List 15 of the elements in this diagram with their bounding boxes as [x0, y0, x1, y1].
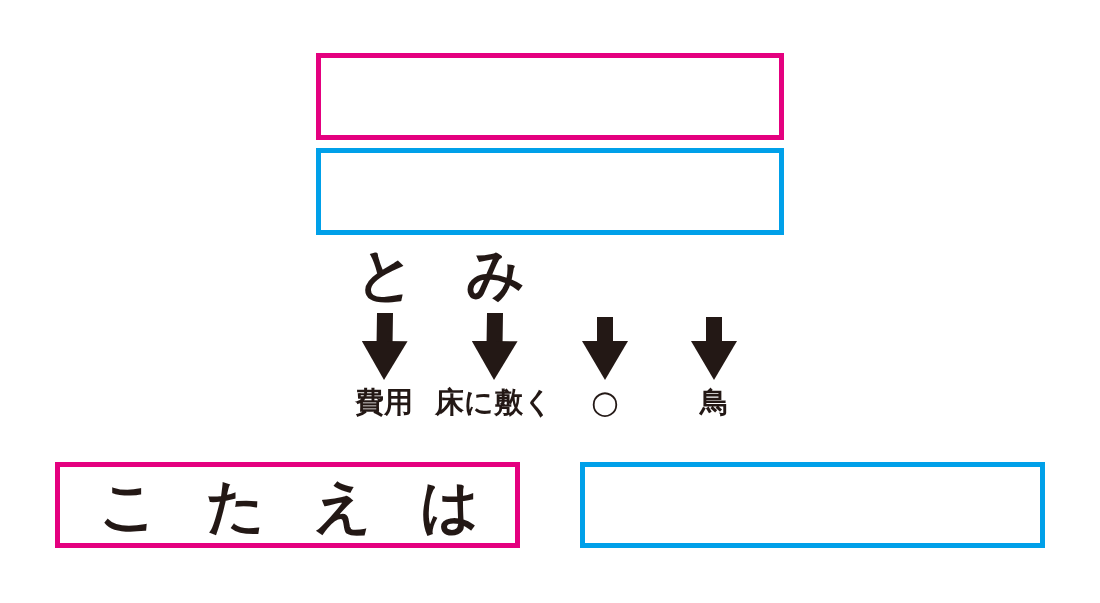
answer-box [316, 53, 784, 140]
arrow [691, 317, 737, 380]
clue-text: 床に敷く [435, 385, 553, 419]
arrow [582, 317, 628, 380]
answer-box [580, 462, 1045, 548]
hint-character: み [465, 243, 525, 305]
clue-text: 費用 [355, 385, 413, 419]
answer-box [316, 148, 784, 235]
arrow [361, 312, 408, 381]
arrow [471, 312, 518, 381]
prompt-text: こたえは [99, 474, 479, 538]
hint-character: と [355, 243, 415, 305]
clue-text: ○ [591, 385, 619, 419]
clue-text: 鳥 [699, 385, 729, 419]
label-box [55, 462, 520, 548]
